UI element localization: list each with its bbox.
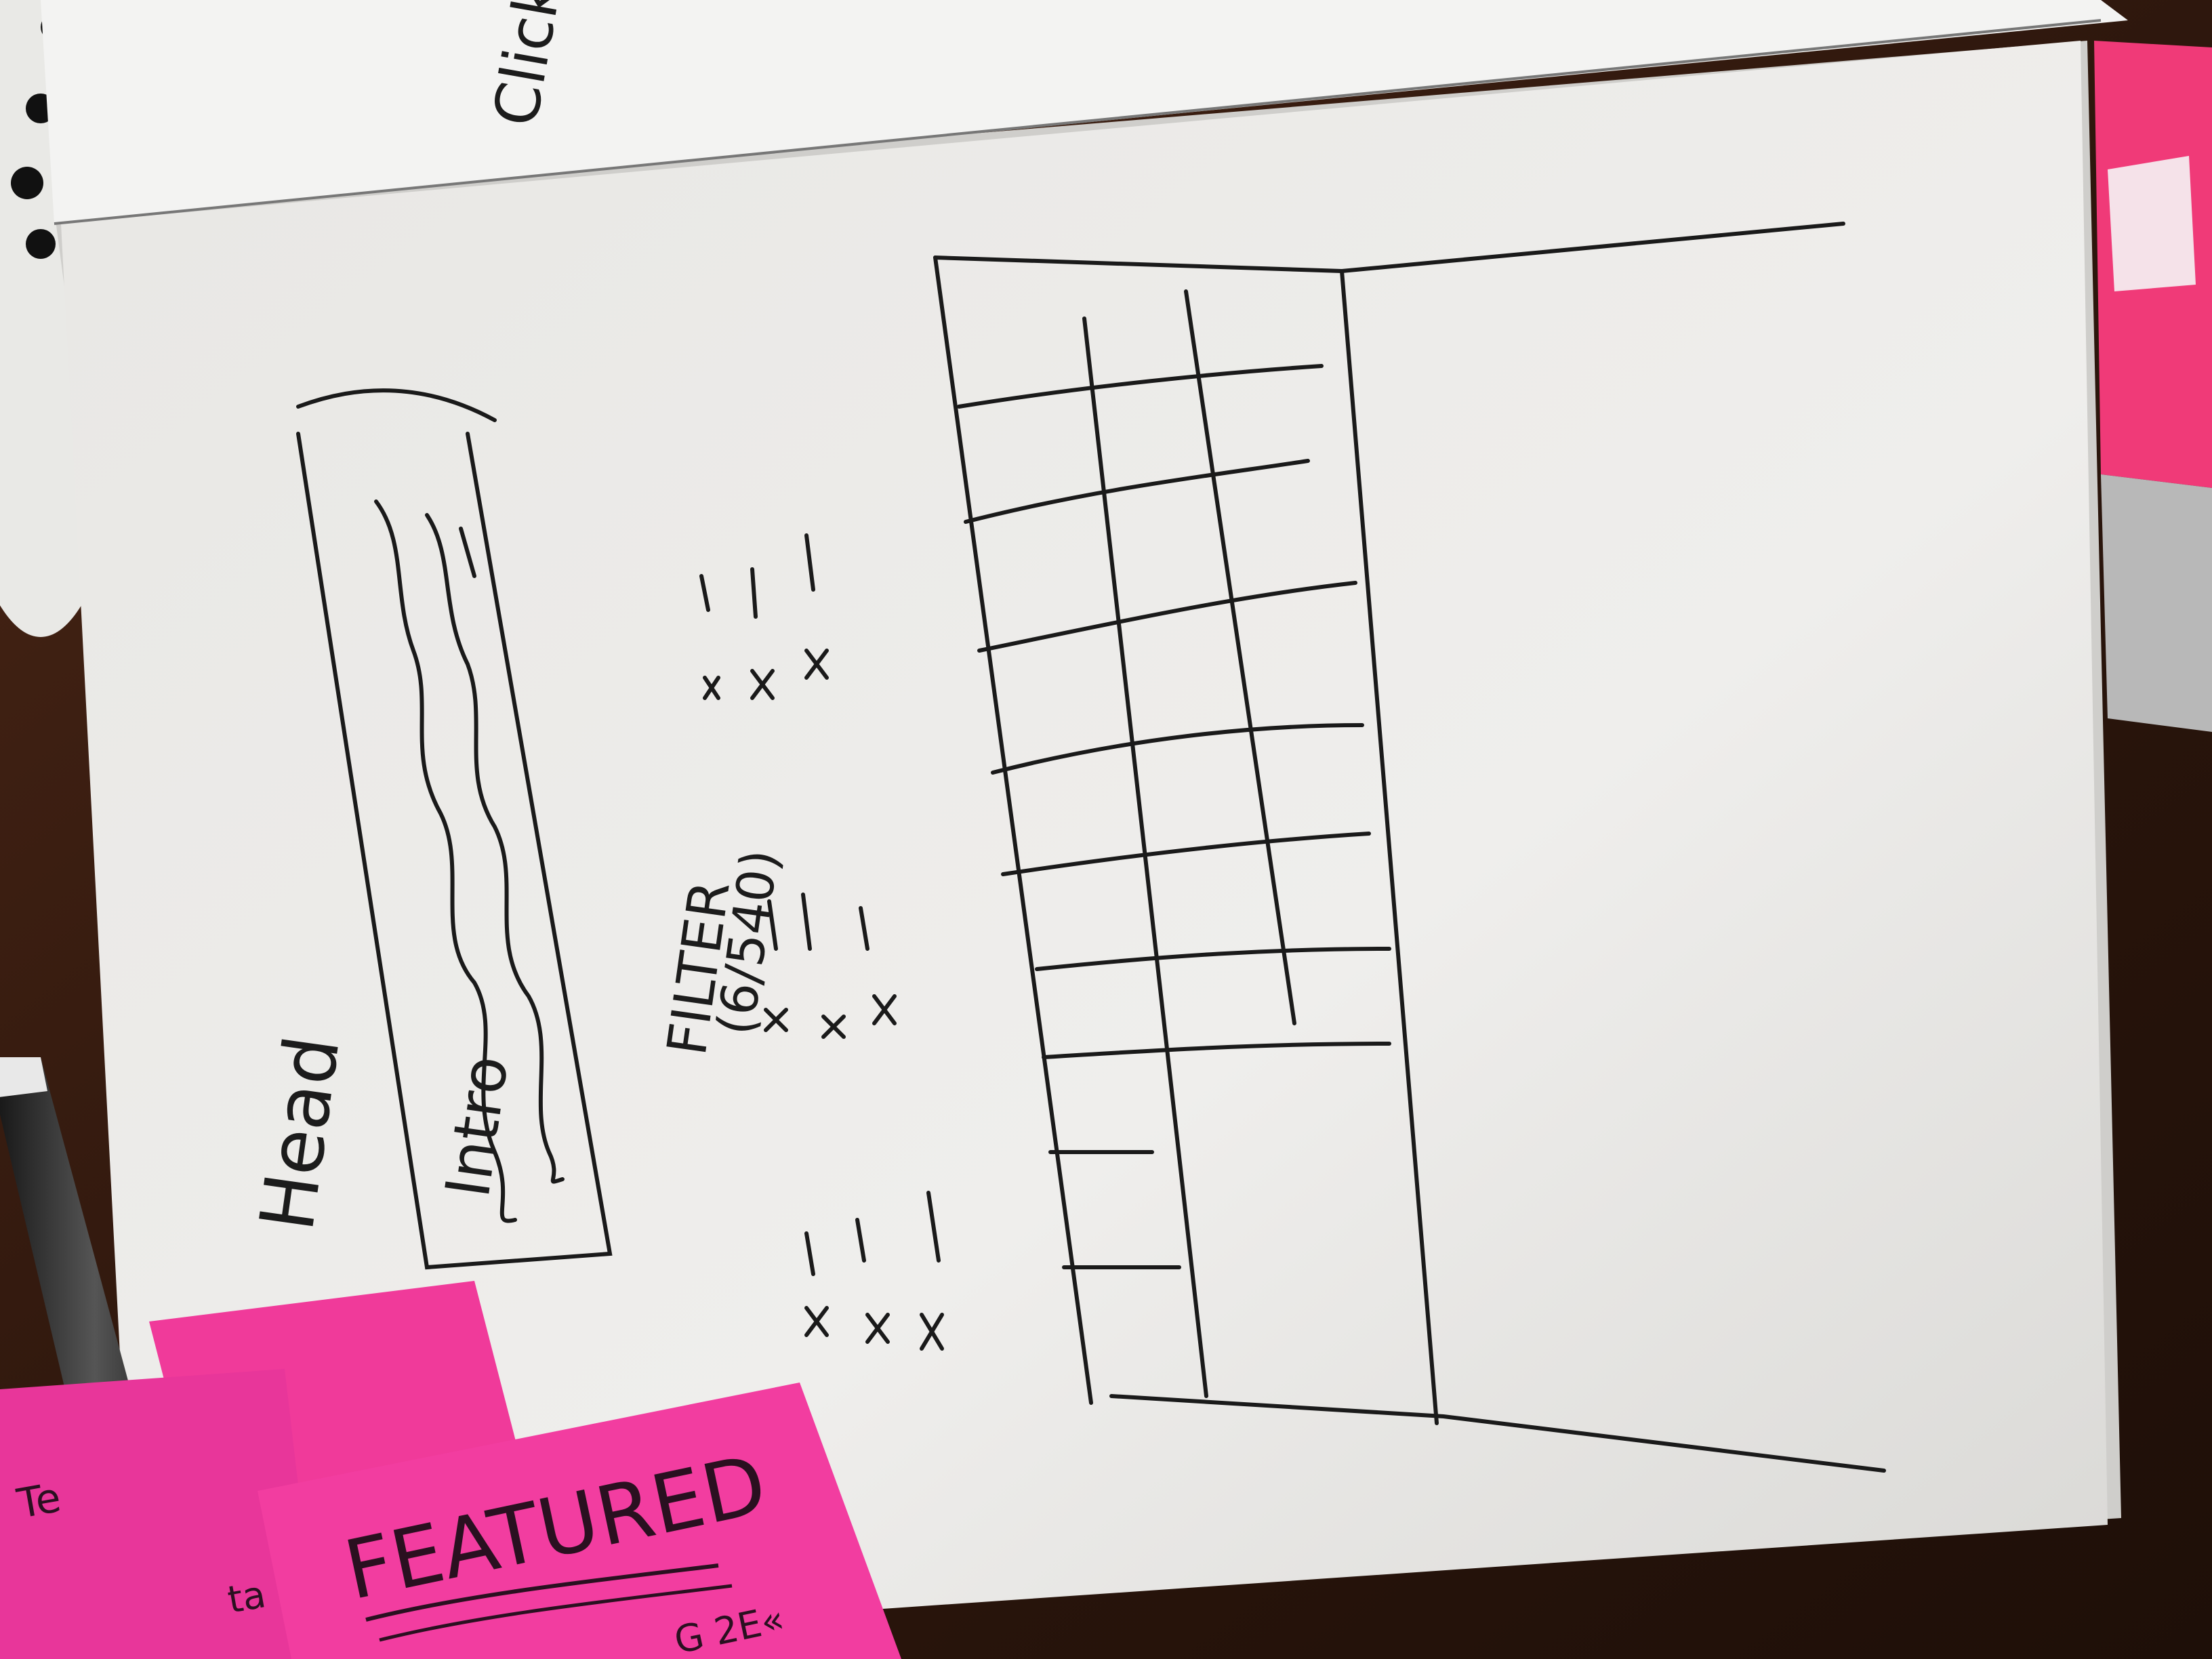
grid-bottom-line xyxy=(1109,1394,1886,1473)
intro-wave-1 xyxy=(374,499,517,1223)
postit-notes xyxy=(0,1281,901,1659)
header-curve xyxy=(296,388,497,422)
intro-wave-2 xyxy=(425,513,565,1184)
postit-underline xyxy=(365,1563,719,1622)
right-marks xyxy=(699,533,829,700)
grid-col-1 xyxy=(1082,316,1208,1398)
pink-poster xyxy=(2094,41,2212,732)
wireframe-sketch xyxy=(296,222,1886,1473)
filter-marks xyxy=(764,893,897,1039)
intro-box xyxy=(296,432,613,1270)
grid-col-2 xyxy=(1184,289,1296,1025)
intro-wave-3 xyxy=(459,527,476,578)
top-sheet: Click xyxy=(41,0,2128,225)
sketch-paper xyxy=(61,41,2108,1654)
postit-fragment-1: Te xyxy=(13,1474,64,1528)
postit-fragment-2: ta xyxy=(224,1572,269,1622)
grid-right-border xyxy=(1340,269,1439,1425)
left-marks xyxy=(804,1191,944,1351)
grid-outline xyxy=(933,255,1093,1405)
grid-rows xyxy=(957,364,1391,1269)
